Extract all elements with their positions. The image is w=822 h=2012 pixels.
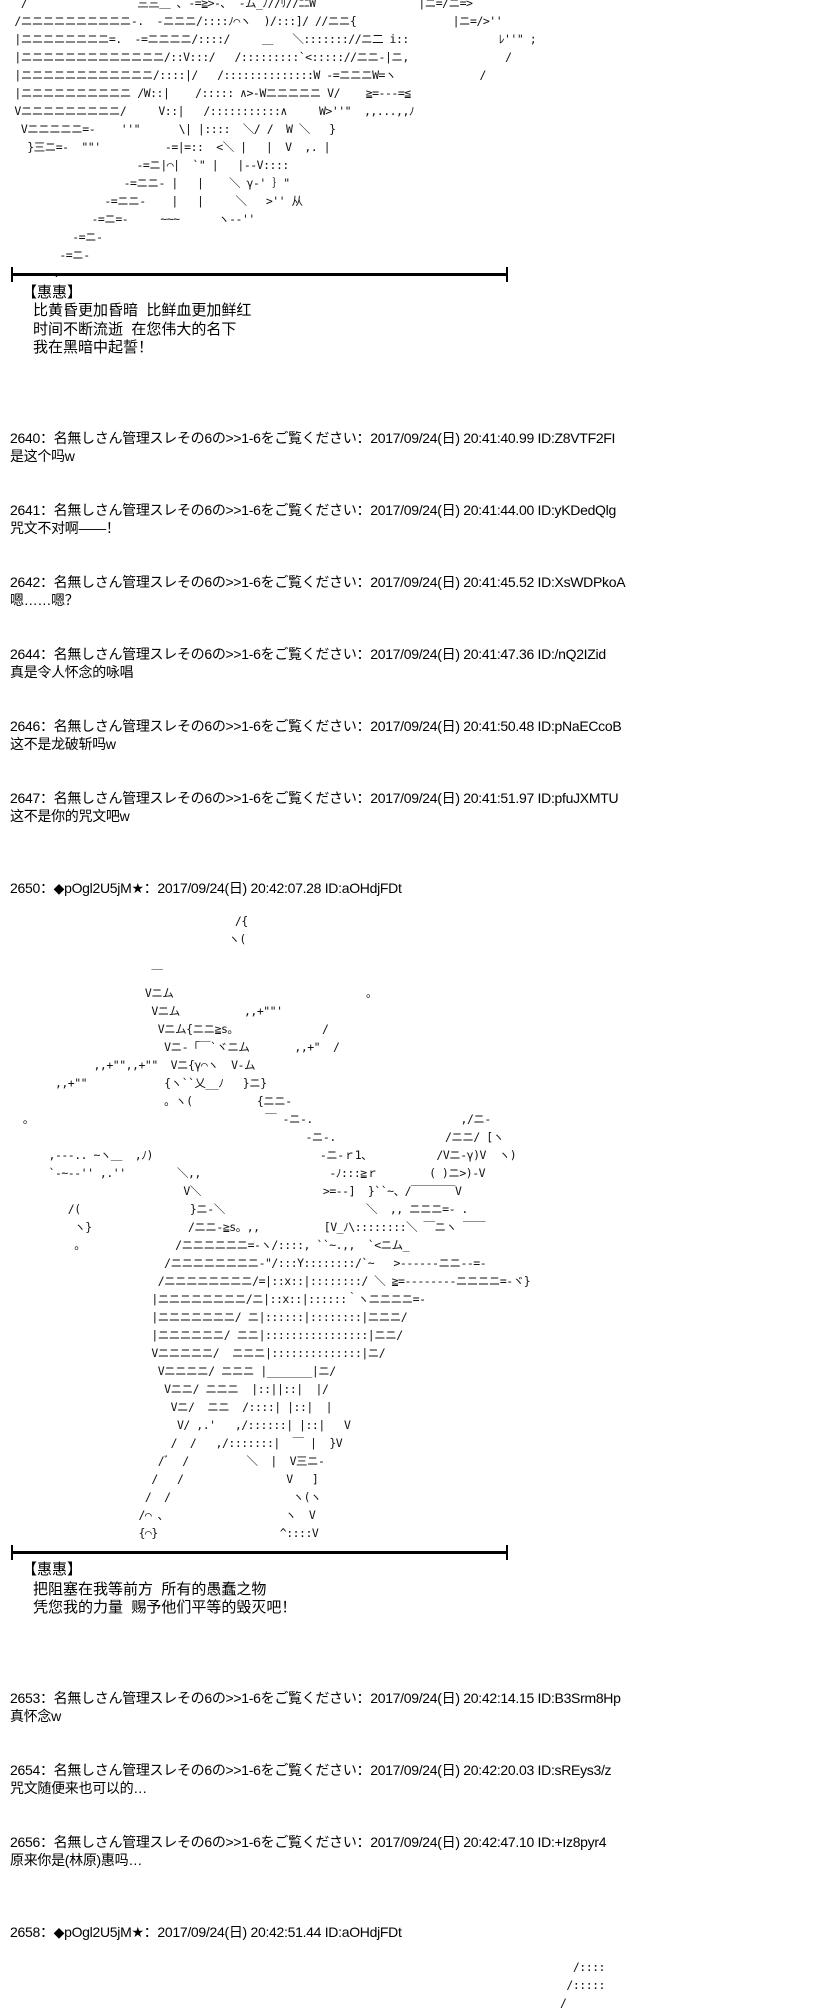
separator-line — [11, 1545, 508, 1560]
post-2642: 2642：名無しさん管理スレその6の>>1-6をご覧ください：2017/09/2… — [10, 573, 626, 609]
post-2654: 2654：名無しさん管理スレその6の>>1-6をご覧ください：2017/09/2… — [10, 1761, 612, 1797]
post-2650: 2650：◆pOgl2U5jM★：2017/09/24(日) 20:42:07.… — [10, 879, 402, 897]
post-header: 2641：名無しさん管理スレその6の>>1-6をご覧ください：2017/09/2… — [10, 502, 616, 518]
post-2640: 2640：名無しさん管理スレその6の>>1-6をご覧ください：2017/09/2… — [10, 429, 615, 465]
post-header: 2642：名無しさん管理スレその6の>>1-6をご覧ください：2017/09/2… — [10, 574, 626, 590]
post-body: 真怀念w — [10, 1708, 61, 1724]
post-header: 2654：名無しさん管理スレその6の>>1-6をご覧ください：2017/09/2… — [10, 1762, 612, 1778]
post-body: 真是令人怀念的咏唱 — [10, 664, 134, 680]
post-2656: 2656：名無しさん管理スレその6の>>1-6をご覧ください：2017/09/2… — [10, 1833, 607, 1869]
post-2646: 2646：名無しさん管理スレその6の>>1-6をご覧ください：2017/09/2… — [10, 717, 622, 753]
narration-line: 时间不断流逝 在您伟大的名下 — [33, 321, 237, 338]
ascii-art-top: /￣￣￣￣￣￣￣￣￣￣三三＿ ､ -=≧>-､ ‐ム_ﾉ//ﾘ//ﾆﾆW |ニ=… — [14, 0, 537, 280]
post-body: 是这个吗w — [10, 448, 75, 464]
post-header: 2640：名無しさん管理スレその6の>>1-6をご覧ください：2017/09/2… — [10, 430, 616, 446]
post-body: 原来你是(林原)惠吗… — [10, 1852, 143, 1868]
separator-line — [11, 267, 508, 282]
ascii-art-bottom: /:::: /::::: / — [560, 1960, 605, 2010]
post-body: 这不是你的咒文吧w — [10, 808, 130, 824]
post-body: 咒文随便来也可以的… — [10, 1780, 147, 1796]
post-2641: 2641：名無しさん管理スレその6の>>1-6をご覧ください：2017/09/2… — [10, 501, 616, 537]
post-header: 2647：名無しさん管理スレその6の>>1-6をご覧ください：2017/09/2… — [10, 790, 619, 806]
speaker-label: 【惠惠】 — [22, 1561, 83, 1578]
narration-line: 把阻塞在我等前方 所有的愚蠢之物 — [33, 1581, 267, 1598]
post-header: 2650：◆pOgl2U5jM★：2017/09/24(日) 20:42:07.… — [10, 880, 402, 896]
post-header: 2653：名無しさん管理スレその6の>>1-6をご覧ください：2017/09/2… — [10, 1690, 621, 1706]
post-body: 嗯……嗯？ — [10, 592, 79, 608]
post-2658: 2658：◆pOgl2U5jM★：2017/09/24(日) 20:42:51.… — [10, 1923, 402, 1941]
post-2647: 2647：名無しさん管理スレその6の>>1-6をご覧ください：2017/09/2… — [10, 789, 619, 825]
speaker-label: 【惠惠】 — [22, 284, 83, 301]
post-2644: 2644：名無しさん管理スレその6の>>1-6をご覧ください：2017/09/2… — [10, 645, 606, 681]
ascii-art-middle: /{ ヽ( ￣ Vニム 。 Vニム ,,+""' Vニム{ニニ≧s。 — [22, 914, 531, 1540]
narration-line: 比黄昏更加昏暗 比鲜血更加鲜红 — [33, 302, 252, 319]
narration-line: 我在黑暗中起誓！ — [33, 339, 154, 356]
narration-line: 凭您我的力量 赐予他们平等的毁灭吧！ — [33, 1599, 297, 1616]
post-header: 2644：名無しさん管理スレその6の>>1-6をご覧ください：2017/09/2… — [10, 646, 606, 662]
post-header: 2646：名無しさん管理スレその6の>>1-6をご覧ください：2017/09/2… — [10, 718, 622, 734]
post-header: 2658：◆pOgl2U5jM★：2017/09/24(日) 20:42:51.… — [10, 1924, 402, 1940]
post-body: 这不是龙破斩吗w — [10, 736, 116, 752]
post-body: 咒文不对啊——！ — [10, 520, 120, 536]
post-2653: 2653：名無しさん管理スレその6の>>1-6をご覧ください：2017/09/2… — [10, 1689, 621, 1725]
post-header: 2656：名無しさん管理スレその6の>>1-6をご覧ください：2017/09/2… — [10, 1834, 607, 1850]
